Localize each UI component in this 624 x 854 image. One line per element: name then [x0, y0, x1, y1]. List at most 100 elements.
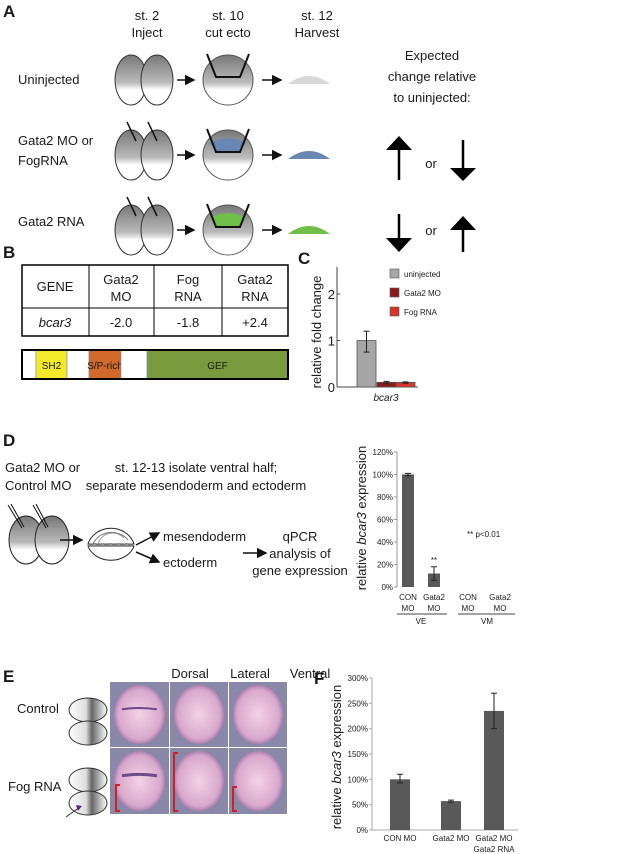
in-situ-photo-grid — [65, 682, 287, 818]
blastula-embryo — [202, 54, 254, 106]
injection-needle-icon — [126, 121, 137, 142]
x-tick-label: MO — [462, 604, 475, 613]
domain-segment — [35, 349, 68, 380]
y-axis-label: relative bcar3 expression — [354, 446, 369, 591]
cut-line — [206, 128, 250, 153]
red-bracket-icon — [173, 752, 178, 812]
y-tick-label: 50% — [352, 801, 368, 810]
y-tick-label: 0% — [356, 826, 368, 835]
row-control: Control — [17, 701, 59, 716]
bar — [441, 801, 461, 830]
expected-line-1: Expected — [405, 48, 459, 63]
inject-text-1: Gata2 MO or — [5, 460, 81, 475]
y-tick-label: 0% — [381, 583, 393, 592]
stain-band — [121, 707, 158, 711]
animal-cap-explant — [288, 151, 330, 159]
injection-needle-icon — [147, 196, 158, 217]
y-axis-label-part: bcar3 — [354, 511, 369, 544]
cut-line — [206, 203, 250, 228]
expected-line-3: to uninjected: — [393, 90, 470, 105]
y-axis-label: relative bcar3 expression — [329, 685, 344, 830]
embryo-image — [233, 751, 283, 811]
y-tick-label: 20% — [377, 561, 393, 570]
injection-needle-icon — [126, 196, 137, 217]
significance-marker: ** — [431, 556, 437, 565]
panel-e-label: E — [3, 667, 14, 686]
expected-line-2: change relative — [388, 69, 476, 84]
expression-table: GENE Gata2 MO Fog RNA Gata2 RNA bcar3 -2… — [21, 264, 289, 337]
panel-b-label: B — [3, 243, 15, 262]
column-ventral: Ventral — [290, 666, 331, 681]
embryo-image — [174, 751, 224, 811]
row-uninjected-label: Uninjected — [18, 72, 79, 87]
x-tick-label: Gata2 RNA — [474, 845, 516, 854]
y-tick-label: 200% — [348, 725, 368, 734]
domain-label: GEF — [207, 361, 228, 372]
row-gata2mo-label-1: Gata2 MO or — [18, 133, 94, 148]
animal-cap-region — [210, 213, 246, 227]
embryo-image — [174, 685, 224, 744]
bar — [390, 779, 410, 830]
injection-needle-icon — [147, 121, 158, 142]
y-axis-label-part: relative — [329, 784, 344, 830]
domain-segment — [120, 349, 148, 380]
legend-swatch — [389, 287, 400, 298]
x-tick-label: Gata2 — [423, 593, 445, 602]
header-gata2mo-1: Gata2 — [103, 272, 138, 287]
header-gata2mo-2: MO — [111, 289, 132, 304]
column-lateral: Lateral — [230, 666, 270, 681]
blastomere — [68, 720, 108, 746]
analysis-text-1: qPCR — [283, 529, 318, 544]
stage-2-line1: st. 10 — [212, 8, 244, 23]
stage-headers: st. 2 Inject st. 10 cut ecto st. 12 Harv… — [131, 8, 339, 40]
x-tick-label: CON — [399, 593, 417, 602]
cell-gene: bcar3 — [39, 315, 72, 330]
bar — [484, 710, 504, 830]
animal-cap-region — [210, 138, 246, 152]
x-tick-label: CON MO — [384, 834, 417, 843]
group-label: VM — [481, 617, 493, 626]
domain-segment — [21, 349, 37, 380]
y-tick-label: 100% — [373, 471, 393, 480]
p-value-annotation: ** p<0.01 — [467, 530, 501, 539]
panel-c-label: C — [298, 249, 310, 268]
stage-3-line2: Harvest — [295, 25, 340, 40]
embryo-image — [114, 685, 165, 744]
legend-label: Fog RNA — [404, 308, 438, 317]
arrow-down-icon — [386, 214, 412, 252]
step-text-2: separate mesendoderm and ectoderm — [86, 478, 306, 493]
column-dorsal: Dorsal — [171, 666, 209, 681]
legend-label: uninjected — [404, 270, 440, 279]
bar — [402, 474, 414, 587]
group-label: VE — [416, 617, 427, 626]
y-tick-label: 80% — [377, 493, 393, 502]
row-gata2mo-label-2: FogRNA — [18, 153, 68, 168]
panel-d-label: D — [3, 431, 15, 450]
analysis-text-3: gene expression — [252, 563, 347, 578]
header-fog-2: RNA — [174, 289, 202, 304]
stage-3-line1: st. 12 — [301, 8, 333, 23]
y-axis-label-part: relative — [354, 545, 369, 591]
four-cell-embryo-sketch — [65, 767, 108, 818]
y-tick-label: 1 — [328, 334, 335, 349]
x-tick-label: Gata2 MO — [476, 834, 513, 843]
x-tick-label: MO — [402, 604, 415, 613]
legend-swatch — [389, 268, 400, 279]
expected-arrows — [386, 136, 476, 252]
y-axis-label-part: bcar3 — [329, 750, 344, 783]
output-mesendoderm: mesendoderm — [163, 529, 246, 544]
x-tick-label: MO — [428, 604, 441, 613]
embryo-row — [114, 196, 330, 256]
blastomere — [68, 697, 108, 723]
embryo-row — [114, 53, 330, 106]
cleavage-embryo-right — [140, 204, 174, 256]
header-gene: GENE — [37, 279, 74, 294]
stage-1-line1: st. 2 — [135, 8, 160, 23]
row-fog-rna: Fog RNA — [8, 779, 62, 794]
x-tick-label: bcar3 — [373, 393, 398, 404]
embryo-image — [233, 685, 283, 744]
